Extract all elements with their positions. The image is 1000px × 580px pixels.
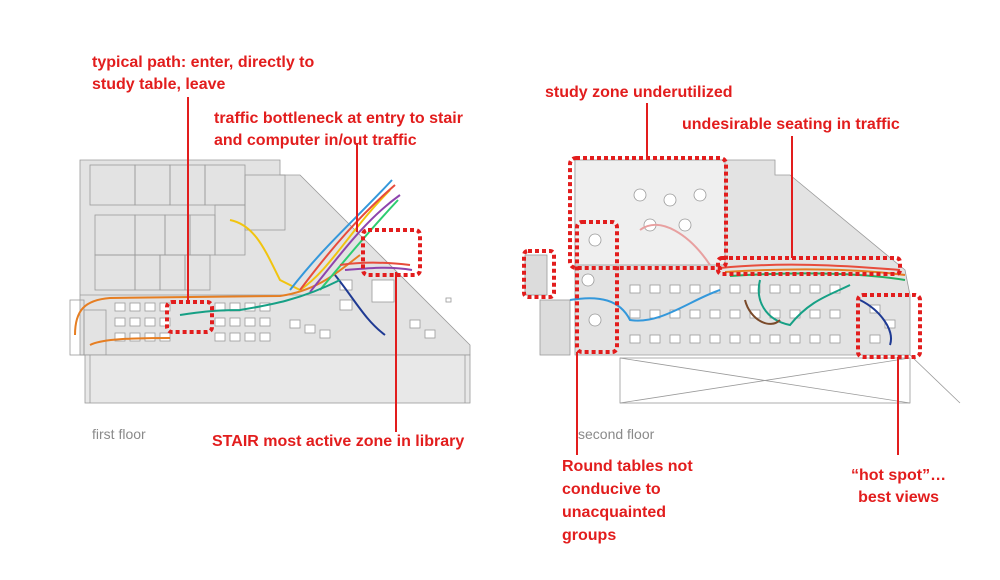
- highlight-round-tables: [575, 220, 619, 354]
- annotation-line: Round tables not: [562, 458, 693, 475]
- annotation-line: groups: [562, 527, 617, 544]
- traffic-path: [299, 184, 396, 291]
- traffic-path: [319, 199, 399, 291]
- traffic-path: [744, 299, 781, 325]
- first-floor-tables: [114, 279, 436, 342]
- traffic-path: [859, 299, 892, 346]
- traffic-path: [74, 254, 361, 336]
- traffic-path: [179, 279, 341, 316]
- annotation-line: typical path: enter, directly to: [92, 54, 315, 71]
- annotation-line: unacquainted: [562, 504, 667, 521]
- traffic-path: [334, 274, 386, 336]
- second-floor-plan: [524, 159, 961, 404]
- traffic-path: [339, 261, 411, 266]
- annotation-line: best views: [858, 489, 940, 506]
- traffic-path: [289, 179, 393, 291]
- first-floor-traffic-paths: [74, 179, 413, 346]
- annotation-bottleneck: traffic bottleneck at entry to stair and…: [214, 108, 463, 152]
- annotation-line: study zone underutilized: [545, 84, 733, 101]
- highlight-left-stair: [522, 249, 556, 299]
- annotation-line: traffic bottleneck at entry to stair: [214, 110, 463, 127]
- traffic-path: [719, 263, 901, 271]
- highlight-stair-bottleneck: [361, 228, 422, 277]
- first-floor-label: first floor: [92, 426, 146, 442]
- second-floor-study-zone: [574, 159, 726, 266]
- leader-lines: [187, 97, 899, 455]
- annotation-line: “hot spot”…: [851, 467, 947, 484]
- annotation-line: STAIR most active zone in library: [212, 433, 465, 450]
- traffic-path: [89, 337, 171, 346]
- annotation-undesirable-seating: undesirable seating in traffic: [682, 114, 900, 136]
- traffic-path: [309, 194, 401, 293]
- annotation-line: undesirable seating in traffic: [682, 116, 900, 133]
- highlight-study-table: [165, 300, 214, 334]
- first-floor-plan: [69, 159, 471, 404]
- annotation-line: conducive to: [562, 481, 661, 498]
- annotation-line: study table, leave: [92, 76, 226, 93]
- traffic-path: [757, 279, 851, 327]
- second-floor-label: second floor: [578, 426, 655, 442]
- annotation-round-tables: Round tables not conducive to unacquaint…: [562, 455, 693, 547]
- annotation-hot-spot: “hot spot”… best views: [851, 465, 946, 509]
- traffic-path: [639, 224, 711, 266]
- annotation-line: and computer in/out traffic: [214, 132, 417, 149]
- highlight-traffic-seating: [716, 256, 902, 276]
- second-floor-tables: [581, 188, 896, 344]
- highlight-hot-spot: [856, 293, 922, 359]
- annotation-typical-path: typical path: enter, directly to study t…: [92, 52, 314, 96]
- first-floor-atrium: [84, 354, 471, 404]
- annotation-stair: STAIR most active zone in library: [212, 431, 464, 453]
- annotation-study-zone: study zone underutilized: [545, 82, 733, 104]
- traffic-path: [569, 289, 721, 322]
- traffic-path: [344, 266, 413, 271]
